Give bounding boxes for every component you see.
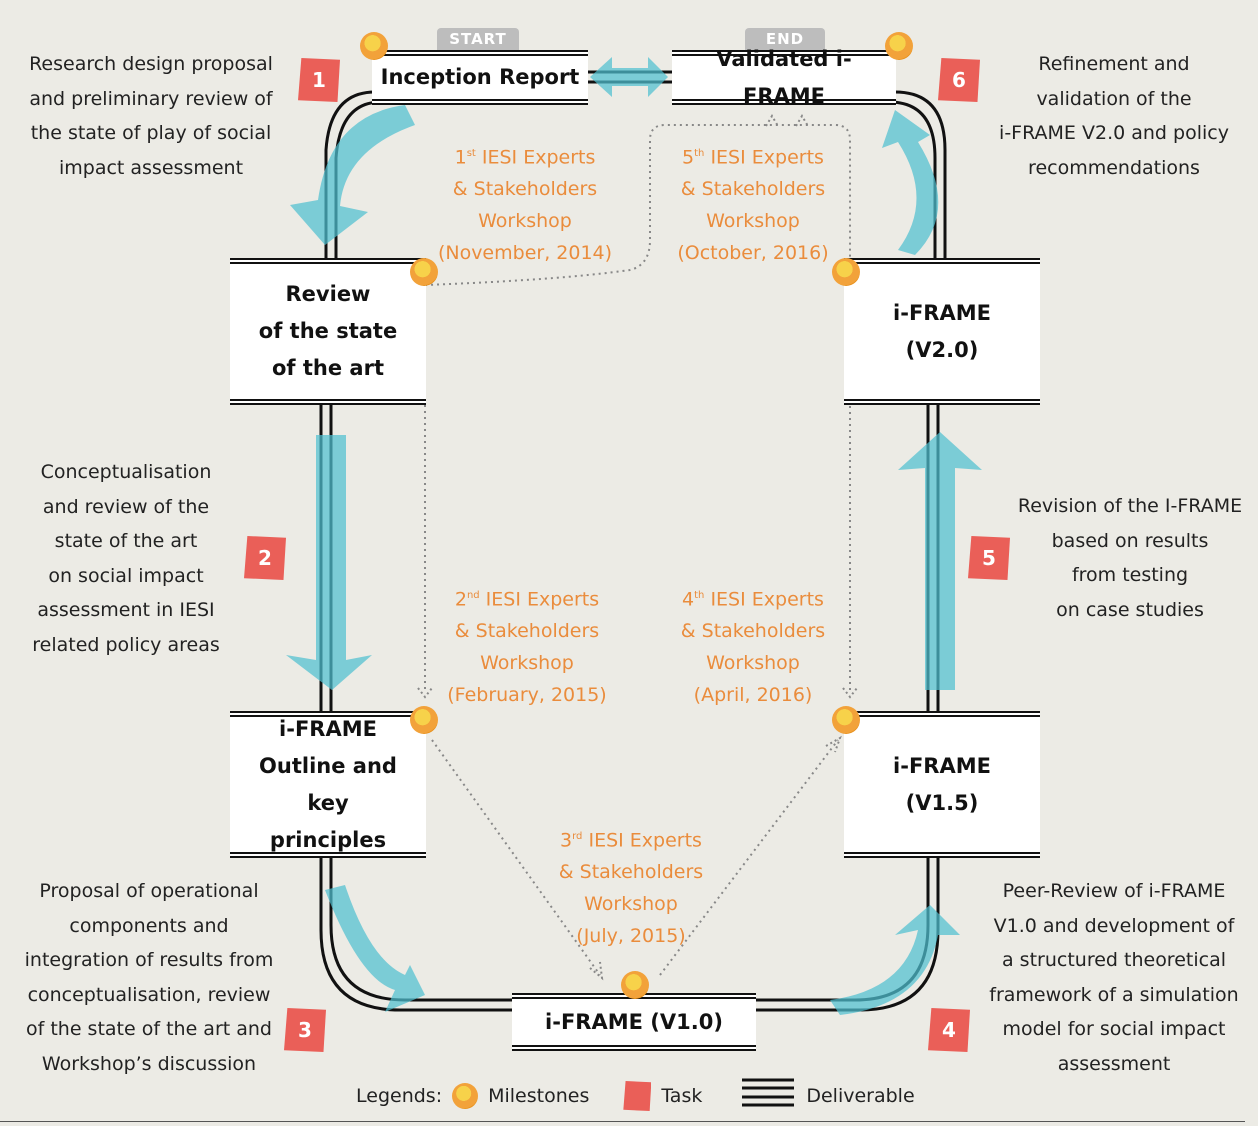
- milestone-icon: [832, 258, 860, 286]
- task-1-description: Research design proposal and preliminary…: [29, 53, 273, 179]
- workshop-ordinal: 3: [560, 829, 573, 852]
- task-5-arrow: [898, 432, 982, 690]
- legend-deliverable-symbol: [742, 1078, 794, 1107]
- milestone-icon: [410, 706, 438, 734]
- workshop-date: (July, 2015): [576, 925, 686, 948]
- task-badge-6: 6: [938, 58, 980, 102]
- legend-milestones-label: Milestones: [488, 1085, 590, 1107]
- workshop-line2: & Stakeholders: [680, 178, 826, 201]
- workshop-ordinal-suffix: nd: [466, 590, 480, 601]
- milestone-icon: [885, 32, 913, 60]
- task-badge-1: 1: [298, 58, 340, 102]
- workshop-line3: Workshop: [706, 652, 800, 675]
- workshop-ordinal-suffix: th: [694, 148, 705, 159]
- task-2-arrow: [286, 435, 372, 690]
- deliverable-iframe-v10: i-FRAME (V1.0): [512, 993, 756, 1051]
- task-5-description: Revision of the I-FRAME based on results…: [1017, 495, 1243, 621]
- end-tag: END: [745, 28, 825, 50]
- workshop-date: (April, 2016): [693, 684, 813, 707]
- workshop-ordinal: 1: [454, 146, 467, 169]
- workshop-title: IESI Experts: [485, 588, 600, 611]
- workshop-ordinal-suffix: st: [466, 148, 476, 159]
- task-6-description: Refinement and validation of the i-FRAME…: [999, 53, 1229, 179]
- workshop-ordinal: 5: [682, 146, 695, 169]
- workshop-ordinal: 4: [682, 588, 695, 611]
- workshop-date: (February, 2015): [447, 684, 607, 707]
- workshop-title: IESI Experts: [481, 146, 596, 169]
- workshop-line3: Workshop: [584, 893, 678, 916]
- workshop-title: IESI Experts: [710, 588, 824, 611]
- legend-deliverable-label: Deliverable: [806, 1085, 915, 1107]
- workshop-title: IESI Experts: [710, 146, 824, 169]
- workshop-1: 1st IESI Experts & Stakeholders Workshop…: [420, 138, 630, 269]
- legend-prefix: Legends:: [356, 1085, 443, 1107]
- workshop-ordinal-suffix: rd: [572, 831, 583, 842]
- task-3-description: Proposal of operational components and i…: [24, 880, 274, 1075]
- workshop-4: 4th IESI Experts & Stakeholders Workshop…: [648, 580, 858, 711]
- milestone-icon: [410, 258, 438, 286]
- workshop-title: IESI Experts: [588, 829, 702, 852]
- milestone-icon: [621, 971, 649, 999]
- workshop-line2: & Stakeholders: [452, 178, 598, 201]
- workshop-line2: & Stakeholders: [454, 620, 600, 643]
- task-arrows: [286, 57, 982, 1015]
- deliverable-inception-report: Inception Report: [372, 50, 588, 105]
- legend: Legends: Milestones Task Deliverable: [356, 1079, 915, 1113]
- task-4-description: Peer-Review of i-FRAME V1.0 and developm…: [989, 880, 1239, 1075]
- workshop-3: 3rd IESI Experts & Stakeholders Workshop…: [526, 821, 736, 952]
- milestone-icon: [832, 706, 860, 734]
- link-arrow: [590, 57, 668, 97]
- start-tag: START: [437, 28, 519, 50]
- workshop-ordinal: 2: [454, 588, 467, 611]
- task-badge-4: 4: [928, 1008, 970, 1052]
- task-badge-3: 3: [284, 1008, 326, 1052]
- deliverable-validated-iframe: Validated i-FRAME: [672, 47, 896, 108]
- workshop-date: (October, 2016): [677, 242, 829, 265]
- deliverable-iframe-v20: i-FRAME (V2.0): [844, 258, 1040, 405]
- task-1-arrow: [290, 105, 415, 245]
- deliverable-iframe-outline: i-FRAME Outline and key principles: [230, 711, 426, 858]
- task-2-description: Conceptualisation and review of the stat…: [32, 461, 220, 656]
- bottom-rule: [0, 1121, 1245, 1122]
- task-6-arrow: [882, 110, 939, 255]
- workshop-2: 2nd IESI Experts & Stakeholders Workshop…: [422, 580, 632, 711]
- task-4-arrow: [830, 905, 960, 1015]
- workshop-line3: Workshop: [706, 210, 800, 233]
- workshop-5: 5th IESI Experts & Stakeholders Workshop…: [648, 138, 858, 269]
- workshop-date: (November, 2014): [437, 242, 613, 265]
- milestone-icon: [360, 32, 388, 60]
- workshop-line2: & Stakeholders: [558, 861, 704, 884]
- workshop-line3: Workshop: [480, 652, 574, 675]
- workshop-line3: Workshop: [478, 210, 572, 233]
- deliverable-icon: [752, 1091, 796, 1101]
- workshop-line2: & Stakeholders: [680, 620, 826, 643]
- deliverable-review-state-of-art: Review of the state of the art: [230, 258, 426, 405]
- task-3-arrow: [325, 885, 425, 1012]
- milestone-icon: [452, 1083, 479, 1109]
- workshop-ordinal-suffix: th: [694, 590, 705, 601]
- task-badge-2: 2: [244, 536, 286, 580]
- task-icon: [623, 1081, 652, 1111]
- task-badge-5: 5: [968, 536, 1010, 580]
- deliverable-iframe-v15: i-FRAME (V1.5): [844, 711, 1040, 858]
- legend-task-label: Task: [661, 1085, 703, 1107]
- connector-arrowheads: [417, 114, 858, 981]
